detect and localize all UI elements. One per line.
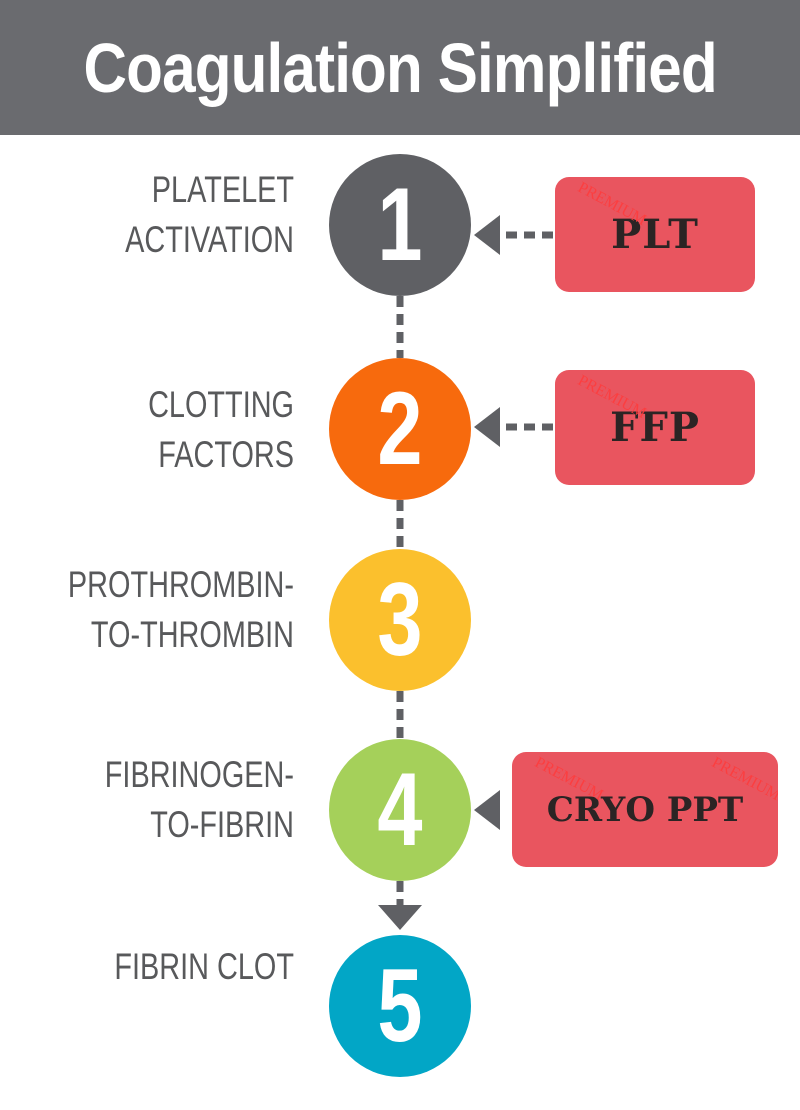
header-banner: Coagulation Simplified <box>0 0 800 135</box>
arrowhead-ffp <box>474 407 500 447</box>
step-4-circle: 4 <box>329 739 471 881</box>
step-1-label-line1: PLATELET <box>151 169 294 210</box>
step-2-circle: 2 <box>329 358 471 500</box>
step-2-label-line2: FACTORS <box>158 434 294 475</box>
arrowhead-down <box>378 905 422 930</box>
step-2-number: 2 <box>377 371 423 487</box>
badge-plt-text: PLT <box>611 211 699 258</box>
step-4-label-line1: FIBRINOGEN- <box>104 754 294 795</box>
step-2-label: CLOTTING FACTORS <box>68 380 294 480</box>
step-1-circle: 1 <box>329 154 471 296</box>
badge-ffp-text: FFP <box>610 404 700 451</box>
step-5-label: FIBRIN CLOT <box>68 942 294 992</box>
step-4-label-line2: TO-FIBRIN <box>150 804 294 845</box>
step-1-number: 1 <box>377 167 423 283</box>
step-2-label-line1: CLOTTING <box>148 384 294 425</box>
step-3-label-line1: PROTHROMBIN- <box>67 564 294 605</box>
step-4-number: 4 <box>377 752 423 868</box>
step-4-label: FIBRINOGEN- TO-FIBRIN <box>68 750 294 850</box>
step-1-label-line2: ACTIVATION <box>125 219 294 260</box>
page-title: Coagulation Simplified <box>83 28 717 107</box>
step-3-label: PROTHROMBIN- TO-THROMBIN <box>68 560 294 660</box>
step-3-label-line2: TO-THROMBIN <box>90 614 294 655</box>
step-1-label: PLATELET ACTIVATION <box>68 165 294 265</box>
badge-cryo-text: CRYO PPT <box>546 789 744 830</box>
step-3-circle: 3 <box>329 549 471 691</box>
badge-plt: PLT PREMIUM <box>555 177 755 292</box>
step-5-circle: 5 <box>329 935 471 1077</box>
badge-ffp: FFP PREMIUM <box>555 370 755 485</box>
step-5-number: 5 <box>377 948 423 1064</box>
step-3-number: 3 <box>377 562 423 678</box>
badge-cryo: CRYO PPT PREMIUM PREMIUM <box>512 752 778 867</box>
arrowhead-cryo <box>474 790 500 830</box>
step-5-label-line1: FIBRIN CLOT <box>114 946 294 987</box>
arrowhead-plt <box>474 215 500 255</box>
